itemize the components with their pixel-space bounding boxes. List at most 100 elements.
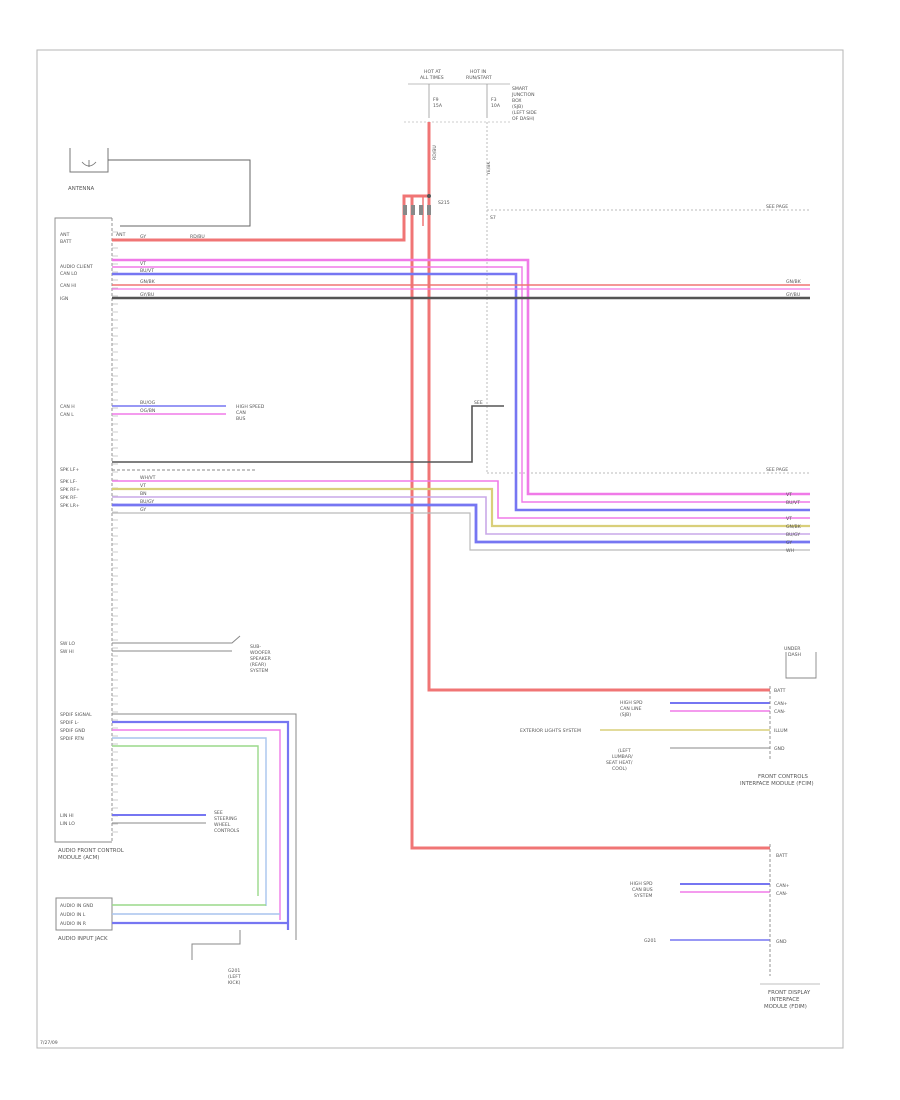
fdim-lhs-1: HIGH SPD bbox=[630, 881, 653, 887]
fdim-label-1: FRONT DISPLAY bbox=[768, 990, 811, 996]
fuse-a-wire-label: RD/BU bbox=[432, 145, 438, 160]
aux-section: SPDIF SIGNAL SPDIF L- SPDIF GND SPDIF RT… bbox=[60, 712, 297, 940]
splice-a-label: S215 bbox=[438, 200, 450, 206]
power-wires: ANT ANT BATT GY RD/BU bbox=[60, 122, 770, 850]
right-mid-7: WH bbox=[786, 548, 794, 554]
fcim-pin-1: BATT bbox=[774, 688, 786, 694]
sw-note-3: SPEAKER bbox=[250, 656, 272, 662]
diagram-frame bbox=[36, 49, 844, 1049]
pin-spk-rf-pos: SPK RF+ bbox=[60, 487, 80, 493]
ignition-wire: SEE PAGE SEE PAGE bbox=[486, 122, 810, 474]
pin-can-l: CAN L bbox=[60, 412, 74, 418]
right-mid-1: VT bbox=[786, 492, 792, 498]
sw-note-5: SYSTEM bbox=[250, 668, 268, 674]
top-bus: AUDIO CLIENT CAN LO CAN HI IGN VT BU/VT … bbox=[60, 258, 810, 512]
module-label-1: AUDIO FRONT CONTROL bbox=[58, 848, 124, 854]
fuse-b-wire-label: YE/BK bbox=[486, 161, 492, 176]
right-pin-top-2: GY/BU bbox=[786, 292, 800, 298]
fdim-label-2: INTERFACE bbox=[770, 997, 800, 1003]
fdim-pin-4: GND bbox=[776, 939, 787, 945]
antenna-label: ANTENNA bbox=[68, 186, 94, 192]
pin-sw-lo: SW LO bbox=[60, 641, 75, 647]
fuse-box: HOT AT ALL TIMES HOT IN RUN/START F9 15A… bbox=[404, 69, 537, 221]
right-mid-4: GN/BK bbox=[786, 524, 802, 530]
fdim-label-3: MODULE (FDIM) bbox=[764, 1004, 807, 1010]
fcim-pin-5: GND bbox=[774, 746, 785, 752]
jack-pin-1: AUDIO IN GND bbox=[60, 903, 94, 909]
audio-control-module: AUDIO FRONT CONTROL MODULE (ACM) bbox=[54, 217, 124, 861]
pin-spk-lr-pos: SPK LR+ bbox=[60, 503, 80, 509]
fcim-gnd-3: SEAT HEAT/ bbox=[606, 760, 633, 766]
fcim-pin-2: CAN+ bbox=[774, 701, 788, 707]
sw-note-2: WOOFER bbox=[250, 650, 271, 656]
front-controls-module: UNDER DASH BATT CAN+ CAN- ILLUM GND HIGH… bbox=[520, 646, 817, 787]
fdim-pin-1: BATT bbox=[776, 853, 788, 859]
fcim-gnd-1: (LEFT bbox=[618, 748, 631, 754]
can-note-1: HIGH SPEED bbox=[236, 404, 265, 410]
wire-spk-4: BU/GY bbox=[140, 499, 154, 505]
fcim-pin-4: ILLUM bbox=[774, 728, 788, 734]
wire-spk-1: WH/VT bbox=[140, 475, 156, 481]
fuse-a-id: F9 bbox=[433, 97, 439, 103]
pin-aux-2: SPDIF L- bbox=[60, 720, 79, 726]
fcim-label-1: FRONT CONTROLS bbox=[758, 774, 808, 780]
module-label-2: MODULE (ACM) bbox=[58, 855, 99, 861]
fdim-lhs-3: SYSTEM bbox=[634, 893, 652, 899]
wire-can-1: BU/OG bbox=[140, 400, 156, 406]
jack-label: AUDIO INPUT JACK bbox=[58, 936, 108, 942]
can-note-3: BUS bbox=[236, 416, 246, 422]
pin-lin-lo: LIN LO bbox=[60, 821, 75, 827]
wire-can-2: OG/BN bbox=[140, 408, 155, 414]
can-stub: CAN H CAN L BU/OG OG/BN HIGH SPEED CAN B… bbox=[60, 400, 265, 422]
lin-note-4: CONTROLS bbox=[214, 828, 239, 834]
fuse-right-header-2: RUN/START bbox=[466, 75, 492, 81]
sjb-label-2: JUNCTION bbox=[511, 92, 535, 98]
wire-spk-5: GY bbox=[140, 507, 146, 513]
audio-input-jack: AUDIO IN GND AUDIO IN L AUDIO IN R AUDIO… bbox=[55, 897, 288, 986]
sjb-label-6: OF DASH) bbox=[512, 116, 535, 122]
gnd-note-3: KICK) bbox=[228, 980, 241, 986]
lin-note-3: WHEEL bbox=[214, 822, 231, 828]
splice-b-label: S7 bbox=[490, 215, 496, 221]
gnd-note-2: (LEFT bbox=[228, 974, 241, 980]
fuse-a-rating: 15A bbox=[433, 103, 443, 109]
sw-note-4: (REAR) bbox=[250, 662, 266, 668]
fuse-left-header-1: HOT AT bbox=[424, 69, 441, 75]
fdim-pin-3: CAN- bbox=[776, 891, 788, 897]
sjb-label-4: (SJB) bbox=[512, 104, 523, 110]
subwoofer-stub: SW LO SW HI SUB- WOOFER SPEAKER (REAR) S… bbox=[60, 635, 272, 674]
can-note-2: CAN bbox=[236, 410, 246, 416]
right-mid-labels: VT BU/VT VT GN/BK BU/GY GY WH bbox=[786, 492, 802, 554]
sjb-label-3: BOX bbox=[512, 98, 522, 104]
see-page-mid: SEE PAGE bbox=[766, 467, 788, 473]
fcim-header-2: DASH bbox=[788, 652, 801, 658]
wire-spk-2: VT bbox=[140, 483, 146, 489]
fdim-pin-2: CAN+ bbox=[776, 883, 790, 889]
fcim-lhs-3: (SJB) bbox=[620, 712, 631, 718]
wire-top-5: GY/BU bbox=[140, 292, 154, 298]
fuse-b-rating: 10A bbox=[491, 103, 501, 109]
right-mid-6: GY bbox=[786, 540, 792, 546]
wire-ant-color: GY bbox=[140, 234, 146, 240]
sjb-label-1: SMART bbox=[512, 86, 528, 92]
pin-aux-3: SPDIF GND bbox=[60, 728, 86, 734]
footer-code: 7/27/09 bbox=[40, 1040, 58, 1046]
right-pin-top-1: GN/BK bbox=[786, 279, 802, 285]
fcim-header-1: UNDER bbox=[784, 646, 801, 652]
spk-note: SEE bbox=[474, 400, 483, 406]
see-page-top: SEE PAGE bbox=[766, 204, 788, 210]
pin-ant: ANT bbox=[60, 232, 70, 238]
pin-spk-lf-neg: SPK LF- bbox=[60, 479, 77, 485]
pin-audio-client: AUDIO CLIENT bbox=[60, 264, 93, 270]
fuse-right-header-1: HOT IN bbox=[470, 69, 486, 75]
wire-top-3: BU/VT bbox=[140, 268, 154, 274]
pin-can-hi: CAN HI bbox=[60, 283, 76, 289]
lin-note-2: STEERING bbox=[214, 816, 238, 822]
pin-sw-hi: SW HI bbox=[60, 649, 74, 655]
right-mid-3: VT bbox=[786, 516, 792, 522]
wire-spk-3: BN bbox=[140, 491, 147, 497]
fdim-gnd: G201 bbox=[644, 938, 656, 944]
pin-spk-rf-neg: SPK RF- bbox=[60, 495, 78, 501]
sjb-label-5: (LEFT SIDE bbox=[512, 110, 537, 116]
